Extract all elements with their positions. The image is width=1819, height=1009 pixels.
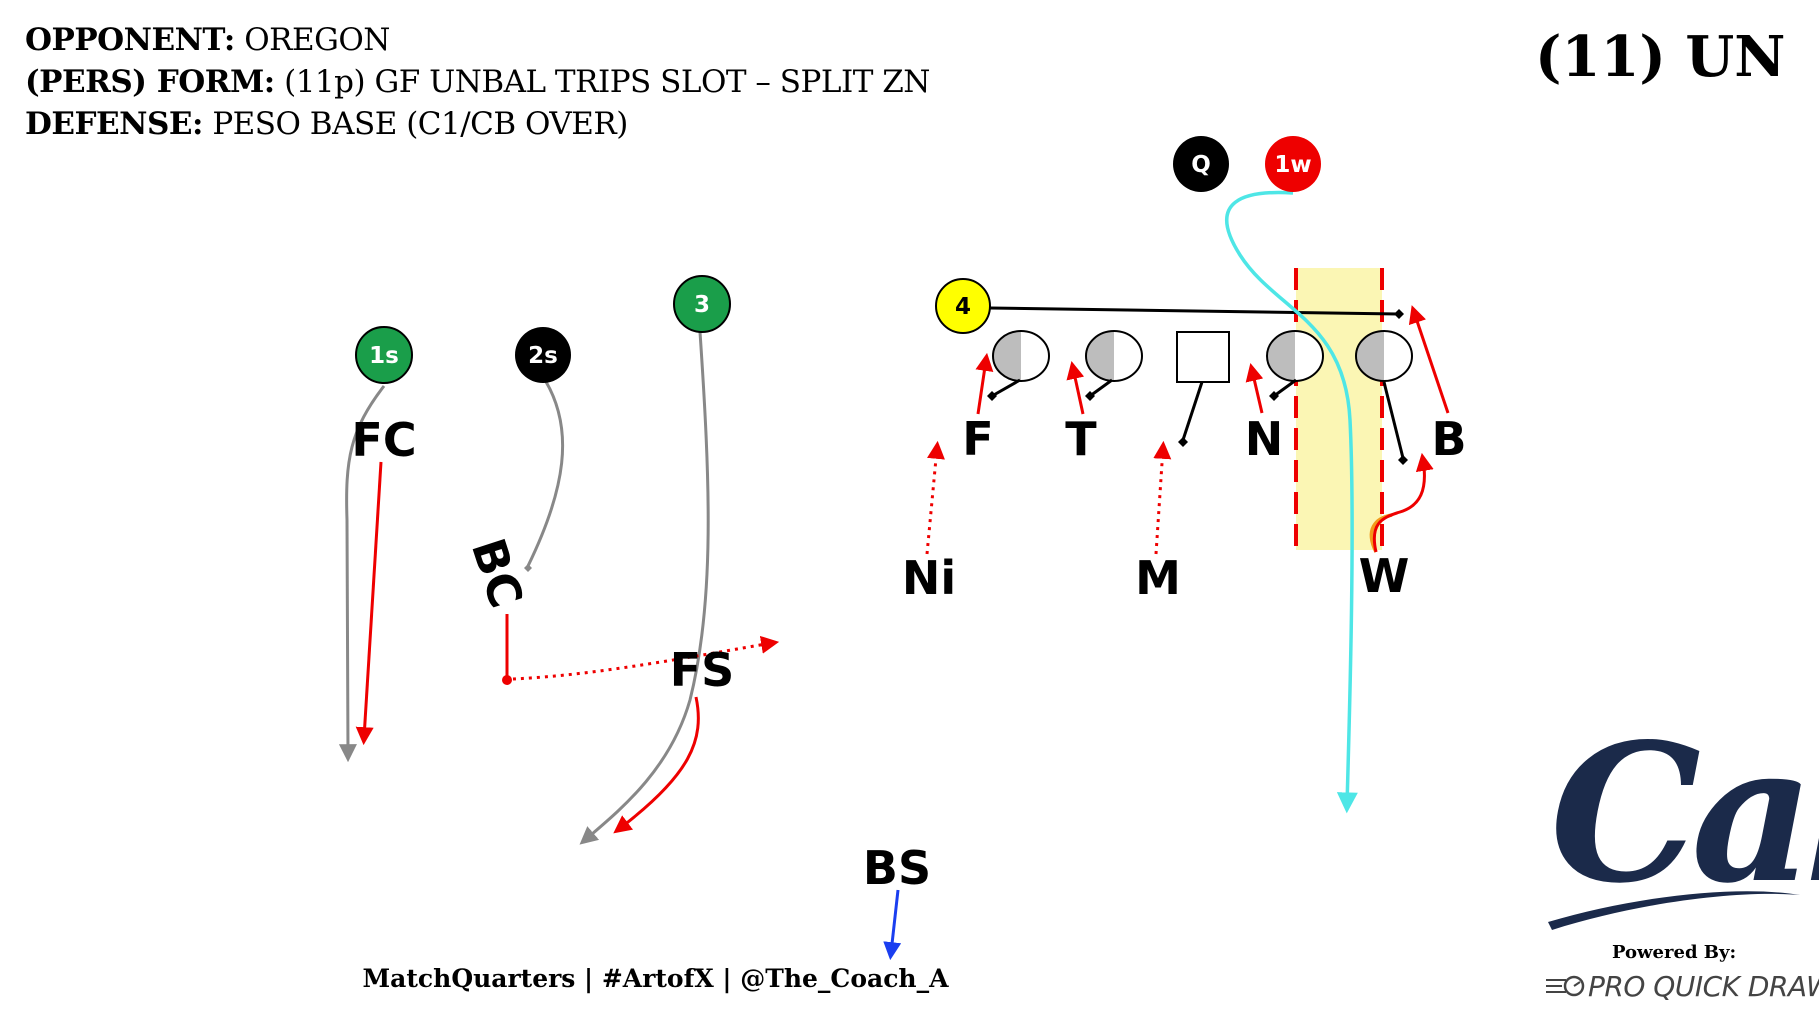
move-b: [1408, 305, 1450, 414]
def-f: F: [962, 412, 993, 466]
ol-rt: [1355, 330, 1413, 382]
def-bc: BC: [461, 532, 534, 614]
player-q-label: Q: [1191, 152, 1211, 178]
block-rg-end: [1269, 391, 1279, 401]
move-ni: [925, 440, 945, 555]
route-1w: [1225, 190, 1358, 814]
def-b: B: [1431, 412, 1466, 466]
player-1s-label: 1s: [369, 343, 399, 369]
footer-text: MatchQuarters | #ArtofX | @The_Coach_A: [362, 964, 949, 993]
move-n: [1245, 362, 1264, 414]
opponent-label: OPPONENT:: [25, 22, 235, 58]
formation-label: (PERS) FORM:: [25, 64, 275, 100]
block-lg-end: [1085, 391, 1095, 401]
route-2s: [526, 379, 565, 567]
ol-lg: [1085, 330, 1143, 382]
block-lt-end: [987, 391, 997, 401]
def-m: M: [1135, 551, 1181, 605]
route-3: [579, 331, 710, 845]
move-bs: [883, 889, 902, 961]
move-f: [975, 352, 994, 415]
def-bs: BS: [863, 841, 931, 895]
block-line-4: [989, 306, 1400, 316]
player-2s: 2s: [515, 327, 571, 383]
player-4-label: 4: [955, 294, 971, 320]
brand-name: PRO QUICK DRAW: [1588, 970, 1819, 1003]
block-lt: [991, 378, 1021, 398]
defense-label: DEFENSE:: [25, 106, 203, 142]
player-4: 4: [935, 278, 991, 334]
defense-value: PESO BASE (C1/CB OVER): [212, 106, 628, 142]
player-1w: 1w: [1265, 136, 1321, 192]
move-bc-point: [502, 675, 512, 685]
footer-credits: MatchQuarters | #ArtofX | @The_Coach_A: [0, 964, 1819, 993]
player-3-label: 3: [694, 292, 710, 318]
block-rg: [1273, 378, 1297, 398]
ol-lt: [992, 330, 1050, 382]
block-end-4: [1394, 309, 1404, 319]
opponent-value: OREGON: [244, 22, 390, 58]
block-c-end: [1178, 437, 1188, 447]
cal-logo: Cal: [1548, 702, 1819, 930]
move-w: [1372, 452, 1434, 553]
formation-value: (11p) GF UNBAL TRIPS SLOT – SPLIT ZN: [284, 64, 930, 100]
gap-highlight: [1296, 268, 1382, 550]
def-fc: FC: [351, 413, 416, 467]
cal-logo-swash: [1548, 891, 1800, 930]
def-w: W: [1359, 549, 1410, 603]
ol-center: [1176, 331, 1230, 383]
player-2s-label: 2s: [528, 343, 558, 369]
block-rt-end: [1398, 455, 1408, 465]
header-formation: (PERS) FORM: (11p) GF UNBAL TRIPS SLOT –…: [25, 64, 930, 100]
route-1s: [338, 385, 386, 763]
player-q: Q: [1173, 136, 1229, 192]
def-ni: Ni: [902, 551, 956, 605]
ol-rg: [1266, 330, 1324, 382]
block-c: [1181, 381, 1204, 441]
brand-text: PRO QUICK DRAW: [1588, 970, 1819, 1003]
def-t: T: [1065, 412, 1097, 466]
route-2s-end: [524, 564, 532, 572]
move-fs: [613, 696, 700, 834]
def-n: N: [1245, 412, 1284, 466]
player-1w-label: 1w: [1274, 152, 1311, 178]
move-m: [1153, 440, 1172, 555]
powered-by: Powered By:: [1612, 942, 1737, 963]
header-defense: DEFENSE: PESO BASE (C1/CB OVER): [25, 106, 628, 142]
play-code: (11) UN: [1535, 24, 1786, 90]
player-1s: 1s: [355, 326, 413, 384]
move-t: [1066, 360, 1085, 415]
move-fc: [355, 461, 383, 746]
move-bc-drop: [512, 635, 780, 681]
header-opponent: OPPONENT: OREGON: [25, 22, 390, 58]
def-fs: FS: [670, 643, 735, 697]
pro-quick-draw-icon: [1546, 975, 1585, 997]
block-lg: [1089, 378, 1113, 398]
block-rt: [1382, 381, 1405, 459]
player-3: 3: [673, 275, 731, 333]
cal-logo-text: Cal: [1550, 702, 1819, 925]
